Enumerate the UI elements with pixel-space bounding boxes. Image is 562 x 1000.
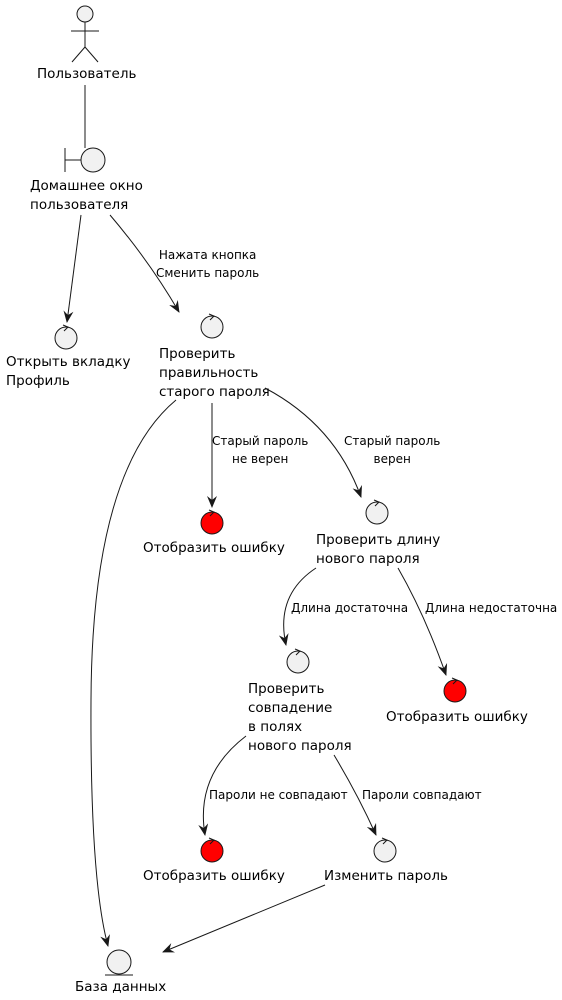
check-match-line2: совпадение bbox=[248, 700, 333, 716]
boundary-label-line2: пользователя bbox=[30, 197, 129, 213]
edge-label-mismatch: Пароли не совпадают bbox=[209, 788, 348, 802]
control-icon-open-profile bbox=[54, 324, 78, 350]
edge-label-change-button-line1: Нажата кнопка bbox=[158, 248, 257, 262]
error-control-icon-1 bbox=[200, 509, 224, 535]
edge-match-to-change bbox=[333, 754, 377, 836]
control-icon-check-old bbox=[200, 313, 224, 339]
edge-label-old-right-line1: Старый пароль bbox=[344, 434, 441, 448]
edge-label-match: Пароли совпадают bbox=[362, 788, 482, 802]
edge-home-to-check-old bbox=[109, 214, 180, 313]
check-length-line1: Проверить длину bbox=[316, 532, 441, 548]
check-length-line2: нового пароля bbox=[316, 551, 420, 567]
edge-label-length-bad: Длина недостаточна bbox=[425, 601, 558, 615]
boundary-label: Домашнее окно пользователя bbox=[30, 177, 143, 215]
check-length-label: Проверить длину нового пароля bbox=[316, 531, 440, 569]
error3-label: Отобразить ошибку bbox=[143, 868, 285, 884]
change-password-label: Изменить пароль bbox=[324, 868, 448, 884]
check-match-line1: Проверить bbox=[248, 681, 325, 697]
edges bbox=[63, 214, 448, 953]
check-old-label: Проверить правильность старого пароля bbox=[159, 345, 270, 402]
edge-match-to-error3 bbox=[198, 735, 247, 836]
control-icon-change-password bbox=[373, 837, 397, 863]
edge-change-to-database bbox=[162, 884, 326, 953]
edge-check-old-to-database bbox=[90, 399, 177, 947]
open-profile-line2: Профиль bbox=[6, 373, 70, 389]
edge-label-old-right-line2: верен bbox=[373, 452, 411, 466]
edge-label-length-ok: Длина достаточна bbox=[291, 601, 409, 615]
edge-label-old-wrong-line2: не верен bbox=[231, 452, 289, 466]
check-old-line1: Проверить bbox=[159, 346, 236, 362]
open-profile-line1: Открыть вкладку bbox=[6, 354, 131, 370]
check-match-line3: в полях bbox=[248, 719, 303, 735]
check-old-line2: правильность bbox=[159, 365, 259, 381]
edge-label-change-button-line2: Сменить пароль bbox=[156, 266, 260, 280]
error-control-icon-2 bbox=[443, 677, 467, 703]
boundary-icon bbox=[64, 147, 106, 173]
open-profile-label: Открыть вкладку Профиль bbox=[6, 353, 130, 391]
edge-label-old-wrong: Старый пароль не верен bbox=[212, 432, 308, 468]
actor-label: Пользователь bbox=[37, 66, 137, 82]
check-old-line3: старого пароля bbox=[159, 384, 270, 400]
actor-icon bbox=[71, 5, 99, 63]
error2-label: Отобразить ошибку bbox=[386, 709, 528, 725]
error1-label: Отобразить ошибку bbox=[143, 540, 285, 556]
boundary-label-line1: Домашнее окно bbox=[30, 178, 143, 194]
check-match-label: Проверить совпадение в полях нового паро… bbox=[248, 680, 352, 756]
edge-label-old-wrong-line1: Старый пароль bbox=[212, 434, 309, 448]
check-match-line4: нового пароля bbox=[248, 738, 352, 754]
error-control-icon-3 bbox=[200, 837, 224, 863]
edge-length-to-error2 bbox=[397, 567, 448, 676]
database-label: База данных bbox=[75, 979, 167, 995]
control-icon-check-match bbox=[286, 648, 310, 674]
entity-icon bbox=[105, 949, 133, 976]
edge-check-old-to-check-length bbox=[264, 387, 362, 498]
edge-length-to-match bbox=[278, 567, 317, 646]
edge-home-to-profile bbox=[63, 214, 82, 323]
control-icon-check-length bbox=[365, 499, 389, 525]
edge-label-old-right: Старый пароль верен bbox=[344, 432, 440, 468]
edge-label-change-button: Нажата кнопка Сменить пароль bbox=[156, 246, 259, 282]
